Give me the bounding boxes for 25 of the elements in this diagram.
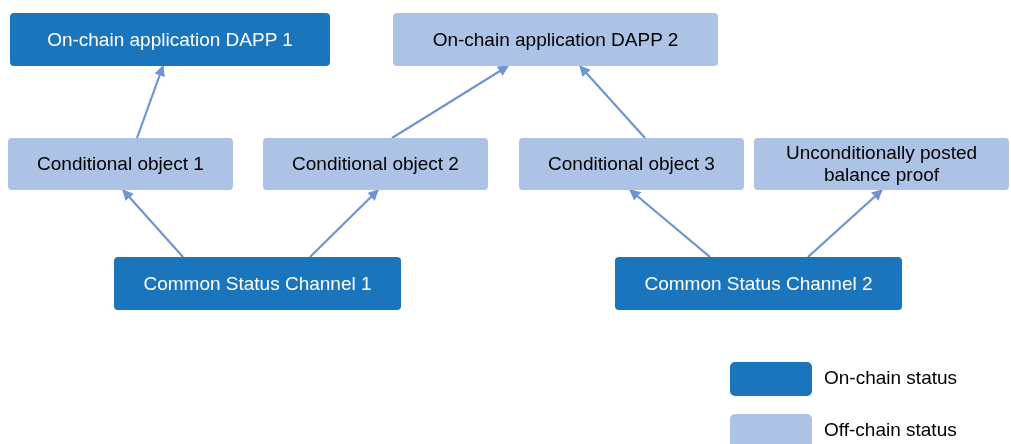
legend-label: Off-chain status <box>824 419 957 441</box>
arrow <box>629 189 711 258</box>
arrow <box>807 189 883 258</box>
box-label: Conditional object 3 <box>548 153 715 175</box>
status-box <box>519 138 744 190</box>
box-label: Conditional object 1 <box>37 153 204 175</box>
legend-label: On-chain status <box>824 367 958 389</box>
box-label: Common Status Channel 1 <box>143 272 372 295</box>
box-label: Common Status Channel 2 <box>644 272 873 295</box>
status-box <box>114 257 401 310</box>
box-label: Unconditionally posted balance proof <box>784 142 979 186</box>
status-box <box>263 138 488 190</box>
status-box <box>8 138 233 190</box>
arrow <box>391 65 509 139</box>
arrow <box>122 189 184 258</box>
arrow <box>579 65 646 139</box>
box-label: On-chain application DAPP 2 <box>432 28 679 51</box>
status-box <box>754 138 1009 190</box>
arrow <box>135 64 165 139</box>
arrow <box>309 189 379 258</box>
status-box <box>393 13 718 66</box>
status-box <box>615 257 902 310</box>
status-box <box>10 13 330 66</box>
box-label: Conditional object 2 <box>292 153 459 175</box>
box-label: On-chain application DAPP 1 <box>47 28 293 51</box>
